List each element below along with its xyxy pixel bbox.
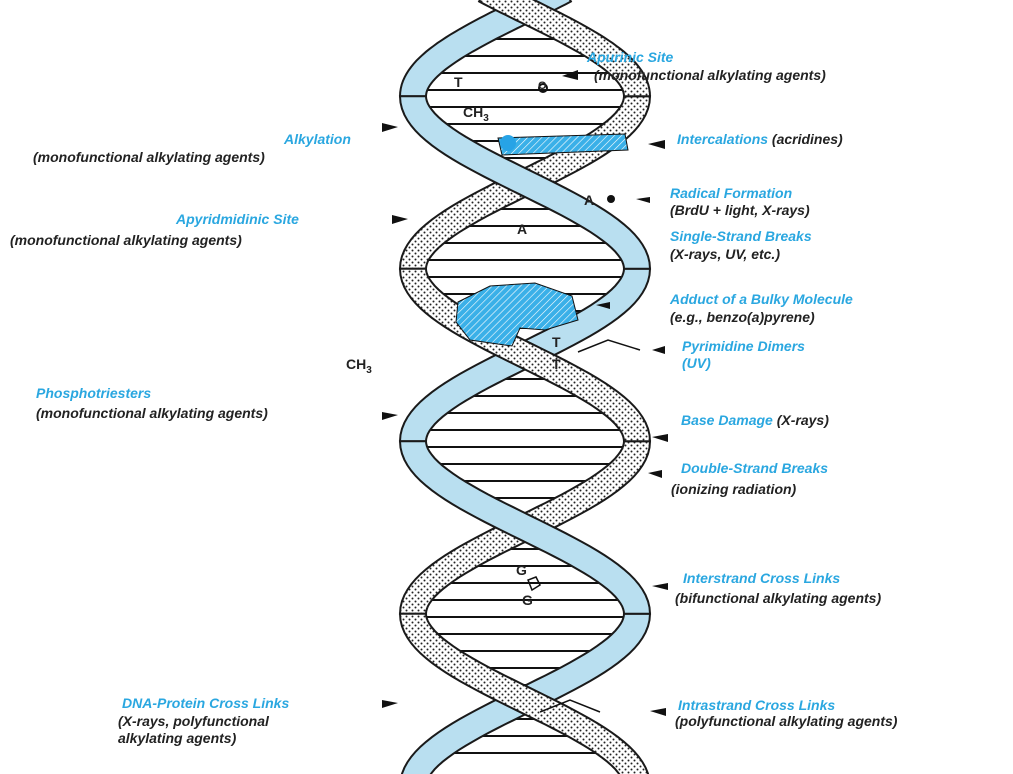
label-intrastrand-cross-links-detail: (polyfunctional alkylating agents) <box>675 712 897 730</box>
label-dna-protein-cross-links-detail-2: alkylating agents) <box>118 729 236 747</box>
label-intercalations: Intercalations (acridines) <box>677 130 843 148</box>
methyl-group-mid: CH3 <box>346 356 372 376</box>
radical-dot <box>607 195 615 203</box>
methyl-group-top: CH3 <box>463 104 489 124</box>
label-phosphotriesters-detail: (monofunctional alkylating agents) <box>36 404 268 422</box>
base-t-top: T <box>454 74 463 90</box>
base-g-1: G <box>516 562 527 578</box>
base-g-2: G <box>522 592 533 608</box>
label-single-strand-breaks-detail: (X-rays, UV, etc.) <box>670 245 780 263</box>
label-apyrimidinic-site-detail: (monofunctional alkylating agents) <box>10 231 242 249</box>
label-pyrimidine-dimers: Pyrimidine Dimers <box>682 337 805 355</box>
label-phosphotriesters: Phosphotriesters <box>36 384 151 402</box>
label-pyrimidine-dimers-detail: (UV) <box>682 354 711 372</box>
label-alkylation: Alkylation <box>284 130 351 148</box>
base-t-dimer-1: T <box>552 334 561 350</box>
base-t-dimer-2: T <box>552 356 561 372</box>
label-base-damage: Base Damage (X-rays) <box>681 411 829 429</box>
label-double-strand-breaks: Double-Strand Breaks <box>681 459 828 477</box>
base-a: A <box>517 221 527 237</box>
base-o: O <box>538 80 547 92</box>
label-dna-protein-cross-links: DNA-Protein Cross Links <box>122 694 289 712</box>
alkylation-dot <box>500 135 516 151</box>
label-apurinic-site-detail: (monofunctional alkylating agents) <box>594 66 826 84</box>
label-single-strand-breaks: Single-Strand Breaks <box>670 227 812 245</box>
helix-strands <box>400 0 650 774</box>
label-alkylation-detail: (monofunctional alkylating agents) <box>33 148 265 166</box>
label-interstrand-cross-links: Interstrand Cross Links <box>683 569 840 587</box>
label-radical-formation-detail: (BrdU + light, X-rays) <box>670 201 810 219</box>
label-bulky-adduct: Adduct of a Bulky Molecule <box>670 290 853 308</box>
label-apurinic-site: Apurinic Site <box>587 48 673 66</box>
label-apyrimidinic-site: Apyridmidinic Site <box>176 210 299 228</box>
label-double-strand-breaks-detail: (ionizing radiation) <box>671 480 796 498</box>
label-bulky-adduct-detail: (e.g., benzo(a)pyrene) <box>670 308 815 326</box>
label-interstrand-cross-links-detail: (bifunctional alkylating agents) <box>675 589 881 607</box>
label-dna-protein-cross-links-detail-1: (X-rays, polyfunctional <box>118 712 269 730</box>
base-a-radical: A <box>584 192 594 208</box>
label-radical-formation: Radical Formation <box>670 184 792 202</box>
